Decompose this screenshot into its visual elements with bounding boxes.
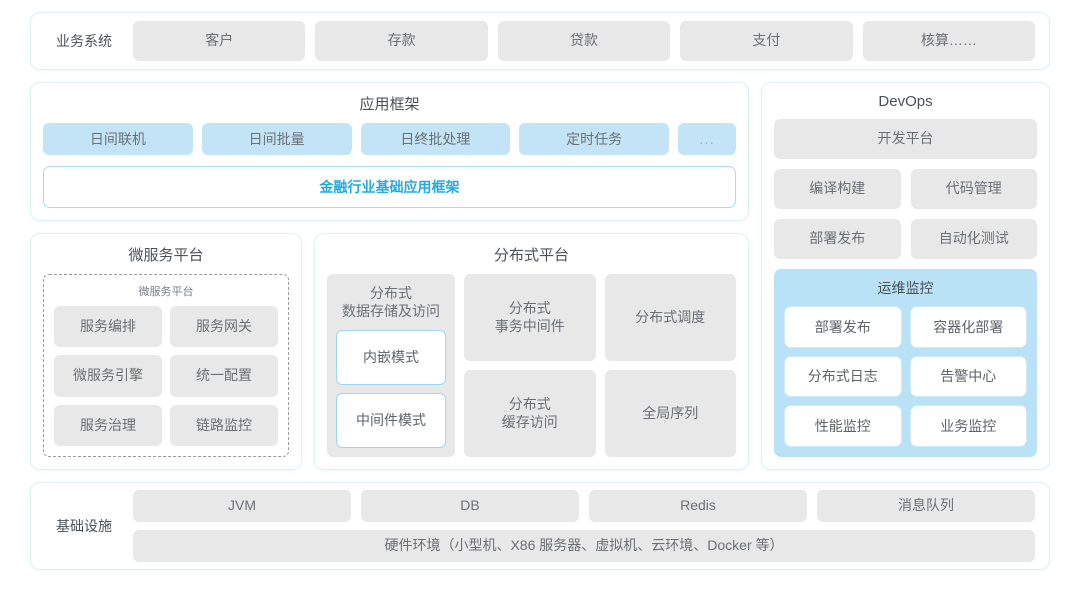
microservice-inner-box: 微服务平台 服务编排 服务网关 微服务引擎 统一配置 服务治理 链路监控 <box>43 274 289 457</box>
distributed-body: 分布式 数据存储及访问 内嵌模式 中间件模式 分布式 事务中间件 <box>327 274 736 457</box>
dist-grid-2-line2: 缓存访问 <box>501 413 558 430</box>
dist-grid-0-line1: 分布式 <box>508 300 551 316</box>
distributed-mode-middleware[interactable]: 中间件模式 <box>336 393 446 448</box>
microservice-item-orchestration[interactable]: 服务编排 <box>54 306 162 348</box>
devops-item-dev-platform[interactable]: 开发平台 <box>774 119 1037 159</box>
middle-section: 应用框架 日间联机 日间批量 日终批处理 定时任务 ... 金融行业基础应用框架… <box>30 82 1050 470</box>
devops-item-code-management[interactable]: 代码管理 <box>910 169 1037 209</box>
microservice-item-unified-config[interactable]: 统一配置 <box>170 355 278 397</box>
business-item-customer[interactable]: 客户 <box>133 21 306 61</box>
application-framework-pills: 日间联机 日间批量 日终批处理 定时任务 ... <box>43 123 736 155</box>
distributed-data-storage-label: 分布式 数据存储及访问 <box>336 284 446 322</box>
infra-item-message-queue[interactable]: 消息队列 <box>817 490 1035 522</box>
ops-monitoring-title: 运维监控 <box>877 280 934 296</box>
appfw-pill-daytime-batch[interactable]: 日间批量 <box>201 123 352 155</box>
devops-item-automated-test[interactable]: 自动化测试 <box>910 219 1037 259</box>
distributed-mode-embedded[interactable]: 内嵌模式 <box>336 330 446 386</box>
devops-item-deploy-release[interactable]: 部署发布 <box>774 219 901 259</box>
ops-item-distributed-log[interactable]: 分布式日志 <box>784 355 902 398</box>
dist-grid-0-line2: 事务中间件 <box>494 317 565 334</box>
distributed-item-cache-access[interactable]: 分布式 缓存访问 <box>464 370 596 457</box>
ops-item-performance-monitor[interactable]: 性能监控 <box>784 405 902 447</box>
ops-item-container-deploy[interactable]: 容器化部署 <box>909 306 1027 348</box>
microservice-platform-title: 微服务平台 <box>128 247 204 264</box>
storage-head-line1: 分布式 <box>370 285 412 301</box>
business-item-accounting[interactable]: 核算…… <box>862 21 1036 61</box>
distributed-item-global-sequence[interactable]: 全局序列 <box>604 370 736 457</box>
infrastructure-items: JVM DB Redis 消息队列 <box>133 490 1035 522</box>
business-system-label: 业务系统 <box>56 33 112 49</box>
devops-item-compile-build[interactable]: 编译构建 <box>774 169 901 209</box>
business-item-deposit[interactable]: 存款 <box>315 21 488 61</box>
infrastructure-label: 基础设施 <box>56 518 112 534</box>
infra-item-hardware-environment[interactable]: 硬件环境（小型机、X86 服务器、虚拟机、云环境、Docker 等） <box>133 530 1035 562</box>
ops-monitoring-block: 运维监控 部署发布 容器化部署 分布式日志 告警中心 性能监控 业务监控 <box>774 269 1037 457</box>
appfw-pill-eod-batch[interactable]: 日终批处理 <box>360 123 511 155</box>
appfw-pill-scheduled-task[interactable]: 定时任务 <box>519 123 669 155</box>
microservice-item-engine[interactable]: 微服务引擎 <box>54 355 162 397</box>
dist-grid-2-line1: 分布式 <box>508 396 551 412</box>
infrastructure-row: 基础设施 JVM DB Redis 消息队列 硬件环境（小型机、X86 服务器、… <box>30 482 1050 570</box>
ops-monitoring-grid: 部署发布 容器化部署 分布式日志 告警中心 性能监控 业务监控 <box>784 306 1027 447</box>
microservice-item-gateway[interactable]: 服务网关 <box>170 306 278 348</box>
distributed-item-scheduling[interactable]: 分布式调度 <box>604 274 736 361</box>
microservice-item-governance[interactable]: 服务治理 <box>54 404 162 446</box>
microservice-platform-panel: 微服务平台 微服务平台 服务编排 服务网关 微服务引擎 统一配置 服务治理 链路… <box>30 233 302 470</box>
application-framework-title: 应用框架 <box>359 96 420 113</box>
devops-pair-1: 编译构建 代码管理 <box>774 169 1037 209</box>
distributed-grid: 分布式 事务中间件 分布式调度 分布式 缓存访问 <box>464 274 736 457</box>
distributed-item-transaction-middleware[interactable]: 分布式 事务中间件 <box>464 274 596 361</box>
appfw-pill-daytime-online[interactable]: 日间联机 <box>43 123 193 155</box>
middle-left-column: 应用框架 日间联机 日间批量 日终批处理 定时任务 ... 金融行业基础应用框架… <box>30 82 749 470</box>
microservice-item-tracing[interactable]: 链路监控 <box>170 404 278 446</box>
ops-item-deploy-release[interactable]: 部署发布 <box>784 306 902 348</box>
distributed-platform-panel: 分布式平台 分布式 数据存储及访问 内嵌模式 中间件模式 <box>314 233 749 470</box>
distributed-data-storage-card[interactable]: 分布式 数据存储及访问 内嵌模式 中间件模式 <box>327 274 455 457</box>
infra-item-redis[interactable]: Redis <box>589 490 807 522</box>
business-item-payment[interactable]: 支付 <box>680 21 853 61</box>
storage-head-line2: 数据存储及访问 <box>342 303 440 320</box>
application-framework-panel: 应用框架 日间联机 日间批量 日终批处理 定时任务 ... 金融行业基础应用框架 <box>30 82 749 221</box>
ops-item-business-monitor[interactable]: 业务监控 <box>909 405 1027 447</box>
business-item-loan[interactable]: 贷款 <box>497 21 671 61</box>
infrastructure-stack: JVM DB Redis 消息队列 硬件环境（小型机、X86 服务器、虚拟机、云… <box>133 490 1035 562</box>
infra-item-db[interactable]: DB <box>361 490 579 522</box>
microservice-inner-title: 微服务平台 <box>138 286 194 298</box>
appfw-pill-more-icon[interactable]: ... <box>678 123 736 155</box>
distributed-platform-title: 分布式平台 <box>493 247 569 264</box>
business-system-row: 业务系统 客户 存款 贷款 支付 核算…… <box>30 12 1050 70</box>
devops-panel: DevOps 开发平台 编译构建 代码管理 部署发布 自动化测试 运维监控 部署… <box>761 82 1050 470</box>
financial-base-framework-bar: 金融行业基础应用框架 <box>43 166 736 208</box>
devops-title: DevOps <box>878 93 933 110</box>
platform-row: 微服务平台 微服务平台 服务编排 服务网关 微服务引擎 统一配置 服务治理 链路… <box>30 233 749 470</box>
infra-item-jvm[interactable]: JVM <box>133 490 351 522</box>
devops-pair-2: 部署发布 自动化测试 <box>774 219 1037 259</box>
ops-item-alert-center[interactable]: 告警中心 <box>909 355 1027 398</box>
microservice-grid: 服务编排 服务网关 微服务引擎 统一配置 服务治理 链路监控 <box>54 306 278 446</box>
devops-body: 开发平台 编译构建 代码管理 部署发布 自动化测试 运维监控 部署发布 容器化部… <box>774 119 1037 457</box>
